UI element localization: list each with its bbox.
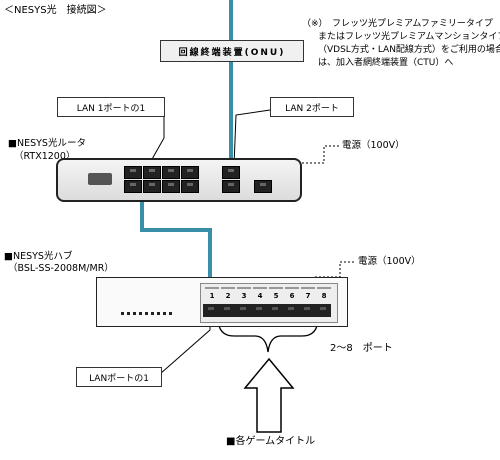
router-lan1-port bbox=[143, 180, 161, 193]
router-lan1-port bbox=[181, 180, 199, 193]
hub-port-panel bbox=[200, 283, 338, 323]
hub-led bbox=[139, 312, 142, 315]
hub-port-number: 2 bbox=[225, 292, 231, 300]
note-line: またはフレッツ光プレミアムマンションタイプ bbox=[318, 32, 500, 42]
hub-port-number: 5 bbox=[273, 292, 279, 300]
hub-port bbox=[251, 304, 267, 317]
hub-device: 1 2 3 4 5 6 7 8 bbox=[96, 277, 348, 327]
diagram-title: ＜NESYS光 接続図＞ bbox=[4, 5, 107, 16]
hub-port-tag bbox=[301, 287, 315, 289]
onu-box: 回線終端装置(ONU) bbox=[160, 40, 304, 62]
router-model: （RTX1200） bbox=[14, 151, 76, 162]
hub-port-tag bbox=[205, 287, 219, 289]
hub-led bbox=[169, 312, 172, 315]
router-console-port bbox=[254, 180, 272, 193]
ports-2-8-label: 2～8 ポート bbox=[330, 343, 393, 354]
note-line: （※） フレッツ光プレミアムファミリータイプ bbox=[302, 19, 493, 29]
router-lan1-port bbox=[124, 180, 142, 193]
hub-port-number: 3 bbox=[241, 292, 247, 300]
onu-label: 回線終端装置(ONU) bbox=[178, 47, 286, 58]
note: （※） フレッツ光プレミアムファミリータイプ またはフレッツ光プレミアムマンショ… bbox=[302, 18, 500, 70]
lan2-callout-box: LAN 2ポート bbox=[270, 97, 354, 117]
hub-port bbox=[219, 304, 235, 317]
hub-port bbox=[267, 304, 283, 317]
hub-port-tag bbox=[237, 287, 251, 289]
hub-led bbox=[163, 312, 166, 315]
hub-port bbox=[283, 304, 299, 317]
router-lan1-port bbox=[124, 166, 142, 179]
hub-power-cord bbox=[315, 261, 356, 278]
hub-port-tag bbox=[253, 287, 267, 289]
lan1-callout-box: LAN 1ポートの1 bbox=[57, 97, 165, 117]
hub-led bbox=[151, 312, 154, 315]
hub-port-number: 4 bbox=[257, 292, 263, 300]
hub-port-number: 8 bbox=[321, 292, 327, 300]
router-power-cord bbox=[298, 145, 340, 164]
hub-port-tag bbox=[317, 287, 331, 289]
lan2-label: LAN 2ポート bbox=[285, 103, 339, 114]
cable-router-hub bbox=[140, 180, 212, 308]
hub-port-number: 7 bbox=[305, 292, 311, 300]
hub-port-tag bbox=[285, 287, 299, 289]
hub-port-tag bbox=[269, 287, 283, 289]
hub-port bbox=[299, 304, 315, 317]
hub-model: （BSL-SS-2008M/MR） bbox=[8, 263, 114, 274]
hub-port-number: 1 bbox=[209, 292, 215, 300]
router-lan3-port bbox=[222, 180, 240, 193]
up-arrow-icon bbox=[243, 357, 295, 433]
callout-lan2 bbox=[233, 109, 271, 167]
hub-port-tag bbox=[221, 287, 235, 289]
router-name: ■NESYS光ルータ bbox=[8, 138, 86, 149]
router-lan1-port bbox=[181, 166, 199, 179]
hub-port bbox=[235, 304, 251, 317]
serial-connector-icon bbox=[88, 173, 112, 185]
router-lan1-port bbox=[162, 180, 180, 193]
ports-brace bbox=[217, 317, 319, 353]
lan1-label: LAN 1ポートの1 bbox=[76, 103, 146, 114]
hub-port1-label: LANポートの1 bbox=[89, 373, 149, 384]
hub-led bbox=[157, 312, 160, 315]
hub-name: ■NESYS光ハブ bbox=[4, 251, 73, 262]
router-lan1-port bbox=[162, 166, 180, 179]
note-line: （VDSL方式・LAN配線方式）をご利用の場合 bbox=[318, 45, 500, 55]
hub-led bbox=[121, 312, 124, 315]
hub-port bbox=[203, 304, 219, 317]
hub-port1-callout-box: LANポートの1 bbox=[76, 367, 162, 387]
game-titles-label: ■各ゲームタイトル bbox=[226, 436, 316, 447]
hub-led bbox=[145, 312, 148, 315]
hub-port-number: 6 bbox=[289, 292, 295, 300]
hub-led bbox=[133, 312, 136, 315]
router-lan1-port bbox=[143, 166, 161, 179]
router-lan2-port bbox=[222, 166, 240, 179]
hub-power-label: 電源（100V） bbox=[358, 256, 421, 267]
hub-led bbox=[127, 312, 130, 315]
router-device bbox=[56, 158, 302, 202]
hub-port bbox=[315, 304, 331, 317]
router-power-label: 電源（100V） bbox=[342, 140, 405, 151]
note-line: は、加入者網終端装置（CTU）へ bbox=[318, 58, 454, 68]
